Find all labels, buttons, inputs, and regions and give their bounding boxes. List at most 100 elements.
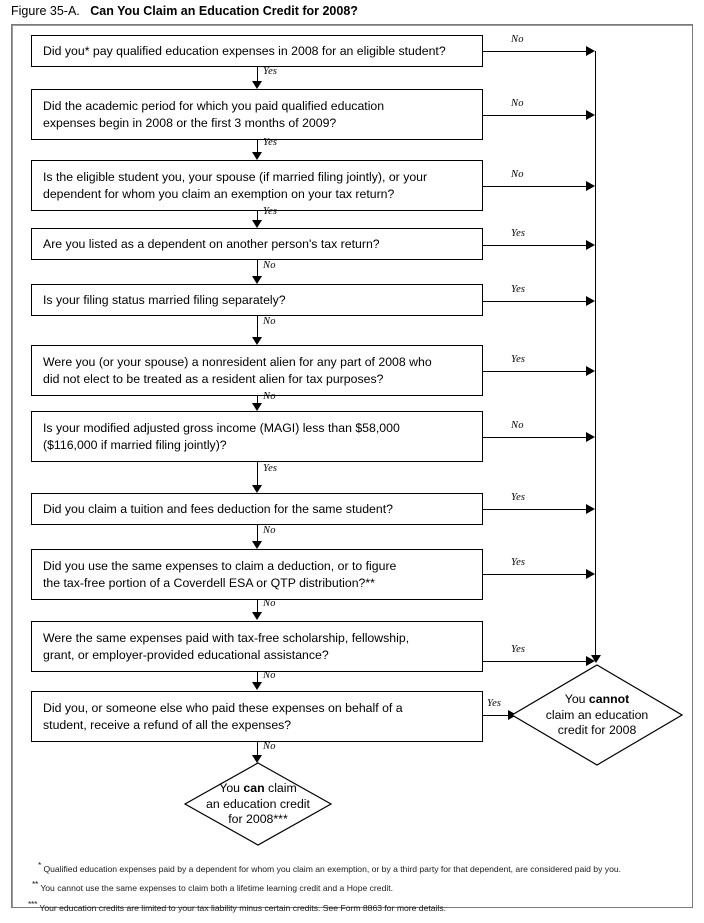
arrow-right-icon xyxy=(586,110,595,120)
question-box-q2[interactable]: Did the academic period for which you pa… xyxy=(31,89,483,140)
question-box-q9[interactable]: Did you use the same expenses to claim a… xyxy=(31,549,483,600)
footnote-text: Qualified education expenses paid by a d… xyxy=(43,863,622,874)
connector-q6-q7 xyxy=(257,396,258,404)
arrow-right-icon xyxy=(586,181,595,191)
question-line: Did you claim a tuition and fees deducti… xyxy=(43,501,393,516)
question-box-q10[interactable]: Were the same expenses paid with tax-fre… xyxy=(31,621,483,672)
footnote-mark: * xyxy=(38,860,42,870)
outcome-line-3: for 2008*** xyxy=(228,811,288,826)
question-line: Did you, or someone else who paid these … xyxy=(43,701,403,715)
connector-q2-q3 xyxy=(257,140,258,153)
arrow-down-icon xyxy=(252,152,262,160)
question-line: Is your filing status married filing sep… xyxy=(43,292,286,307)
edge-label-yes: Yes xyxy=(511,557,526,568)
arrow-down-icon xyxy=(252,682,262,690)
arrow-right-icon xyxy=(586,46,595,56)
edge-label-yes: Yes xyxy=(511,644,526,655)
figure-title: Can You Claim an Education Credit for 20… xyxy=(90,4,358,18)
question-box-q8[interactable]: Did you claim a tuition and fees deducti… xyxy=(31,493,483,525)
branch-line-q2 xyxy=(483,115,589,116)
question-line: Were you (or your spouse) a nonresident … xyxy=(43,355,432,369)
footnotes: * Qualified education expenses paid by a… xyxy=(28,858,688,916)
right-rail-line xyxy=(595,51,596,661)
edge-label-no: No xyxy=(263,525,276,536)
question-line: Did you use the same expenses to claim a… xyxy=(43,559,397,573)
edge-label-no: No xyxy=(511,34,524,45)
arrow-down-icon xyxy=(252,612,262,620)
edge-label-yes: Yes xyxy=(511,284,526,295)
question-box-q1[interactable]: Did you* pay qualified education expense… xyxy=(31,35,483,67)
question-box-q6[interactable]: Were you (or your spouse) a nonresident … xyxy=(31,345,483,396)
arrow-right-icon xyxy=(586,240,595,250)
question-line: did not elect to be treated as a residen… xyxy=(43,371,384,386)
branch-line-q4 xyxy=(483,245,589,246)
edge-label-no: No xyxy=(511,169,524,180)
connector-q10-q11 xyxy=(257,672,258,683)
edge-label-yes: Yes xyxy=(263,206,278,217)
outcome-line-1-post: claim xyxy=(264,780,297,795)
connector-q11-can xyxy=(257,742,258,756)
arrow-right-icon xyxy=(586,432,595,442)
branch-line-q6 xyxy=(483,371,589,372)
connector-q3-q4 xyxy=(257,211,258,221)
question-box-q7[interactable]: Is your modified adjusted gross income (… xyxy=(31,411,483,462)
outcome-cannot-label: You cannot claim an education credit for… xyxy=(511,692,683,739)
outcome-line-2: claim an education xyxy=(545,707,649,722)
outcome-line-2: an education credit xyxy=(206,796,310,811)
edge-label-yes: Yes xyxy=(263,137,278,148)
arrow-down-icon xyxy=(252,541,262,549)
question-box-q4[interactable]: Are you listed as a dependent on another… xyxy=(31,228,483,260)
branch-line-q9 xyxy=(483,574,589,575)
edge-label-yes: Yes xyxy=(511,354,526,365)
question-line: Did you* pay qualified education expense… xyxy=(43,43,446,58)
question-line: dependent for whom you claim an exemptio… xyxy=(43,186,395,201)
connector-q5-q6 xyxy=(257,316,258,338)
question-line: grant, or employer-provided educational … xyxy=(43,647,329,662)
outcome-line-3: credit for 2008 xyxy=(557,722,637,737)
footnote-text: You cannot use the same expenses to clai… xyxy=(40,883,394,894)
arrow-right-icon xyxy=(586,366,595,376)
branch-line-q7 xyxy=(483,437,589,438)
outcome-line-1-bold: cannot xyxy=(588,691,630,706)
arrow-down-icon xyxy=(252,81,262,89)
question-box-q3[interactable]: Is the eligible student you, your spouse… xyxy=(31,160,483,211)
edge-label-no: No xyxy=(511,98,524,109)
arrow-down-icon xyxy=(252,220,262,228)
arrow-right-icon xyxy=(586,296,595,306)
branch-line-q5 xyxy=(483,301,589,302)
edge-label-no: No xyxy=(263,598,276,609)
branch-line-q8 xyxy=(483,509,589,510)
question-box-q5[interactable]: Is your filing status married filing sep… xyxy=(31,284,483,316)
connector-q7-q8 xyxy=(257,462,258,486)
question-line: expenses begin in 2008 or the first 3 mo… xyxy=(43,115,337,130)
branch-line-q10 xyxy=(483,661,589,662)
footnote-mark: ** xyxy=(32,879,39,890)
diamond-shape-icon xyxy=(511,664,683,766)
question-line: student, receive a refund of all the exp… xyxy=(43,717,292,732)
question-line: Are you listed as a dependent on another… xyxy=(43,236,380,251)
edge-label-no: No xyxy=(263,260,276,271)
question-line: Did the academic period for which you pa… xyxy=(43,99,385,113)
arrow-down-icon xyxy=(252,337,262,345)
diamond-shape-icon xyxy=(184,762,332,846)
outcome-can-diamond[interactable]: You can claim an education credit for 20… xyxy=(184,762,332,846)
question-line: the tax-free portion of a Coverdell ESA … xyxy=(43,575,375,590)
edge-label-no: No xyxy=(263,316,276,327)
arrow-down-icon xyxy=(252,403,262,411)
edge-label-no: No xyxy=(263,741,276,752)
question-box-q11[interactable]: Did you, or someone else who paid these … xyxy=(31,691,483,742)
arrow-right-icon xyxy=(586,656,595,666)
outcome-cannot-diamond[interactable]: You cannot claim an education credit for… xyxy=(511,664,683,766)
footnote-text: Your education credits are limited to yo… xyxy=(39,902,447,913)
outcome-line-1-pre: You xyxy=(219,780,244,795)
connector-q1-q2 xyxy=(257,67,258,82)
edge-label-no: No xyxy=(263,391,276,402)
question-line: Were the same expenses paid with tax-fre… xyxy=(43,631,410,645)
footnote-mark: *** xyxy=(28,898,38,909)
branch-line-q3 xyxy=(483,186,589,187)
outcome-line-1-bold: can xyxy=(243,780,265,795)
figure-border xyxy=(11,24,693,908)
branch-line-q1 xyxy=(483,51,589,52)
question-line: Is your modified adjusted gross income (… xyxy=(43,421,400,435)
